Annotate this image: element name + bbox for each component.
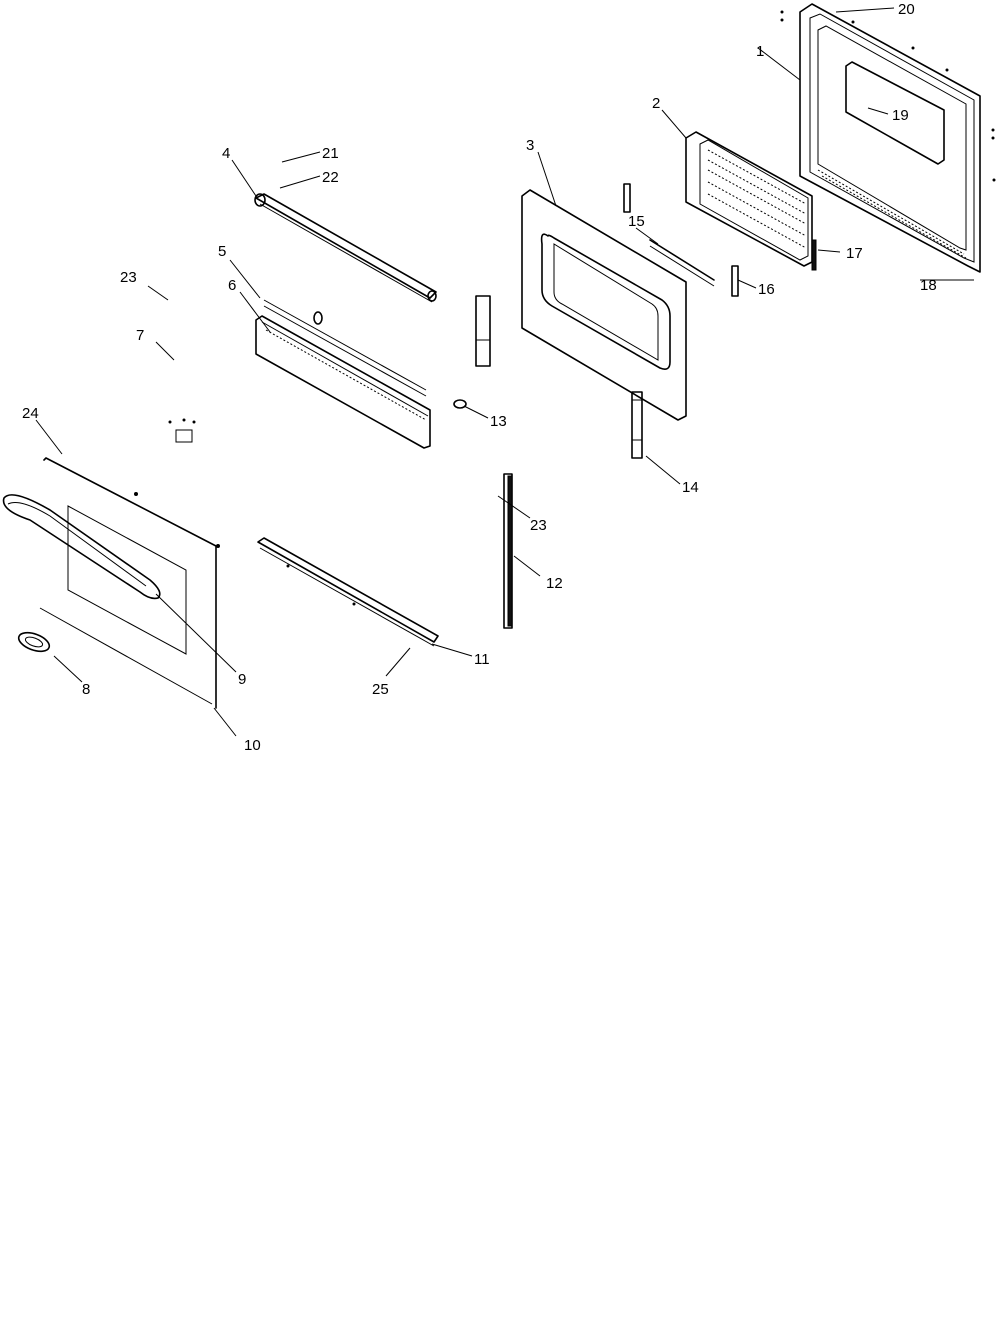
part-12-side-bar	[503, 473, 513, 629]
callout-1: 1	[756, 43, 764, 60]
callout-11: 11	[474, 651, 490, 668]
callout-6: 6	[228, 277, 236, 294]
callout-4: 4	[222, 145, 230, 162]
part-8-emblem	[17, 631, 51, 653]
callout-13: 13	[490, 413, 507, 430]
callout-3: 3	[526, 137, 534, 154]
part-4-top-rod	[254, 193, 437, 303]
callout-16: 16	[758, 281, 775, 298]
callout-8: 8	[82, 681, 90, 698]
callout-25: 25	[372, 681, 389, 698]
part-15-hinge-rod	[649, 239, 715, 287]
callout-14: 14	[682, 479, 699, 496]
callout-24: 24	[22, 405, 39, 422]
callout-23-left: 23	[120, 269, 137, 286]
part-17-strip	[811, 239, 817, 271]
hinge-arm	[475, 295, 491, 367]
callout-9: 9	[238, 671, 246, 688]
part-5-6-trim-channel	[255, 299, 431, 449]
callout-20: 20	[898, 1, 915, 18]
callout-10: 10	[244, 737, 261, 754]
leader-lines	[35, 7, 974, 737]
callout-labels: 1 2 3 4 5 6 7 8 9 10 11 12 13 14 15 16 1…	[22, 1, 937, 754]
callout-21: 21	[322, 145, 339, 162]
clip-small	[623, 183, 631, 213]
callout-23-right: 23	[530, 517, 547, 534]
callout-19: 19	[892, 107, 909, 124]
part-14-hinge	[631, 391, 643, 459]
part-2-window-frame	[685, 131, 813, 267]
callout-12: 12	[546, 575, 563, 592]
part-16-bracket	[731, 265, 739, 297]
part-9-handle	[2, 494, 161, 600]
part-7-hardware	[168, 418, 196, 443]
callout-15: 15	[628, 213, 645, 230]
part-1-inner-door-panel	[780, 3, 996, 273]
callout-22: 22	[322, 169, 339, 186]
part-13-screw	[453, 399, 467, 409]
callout-5: 5	[218, 243, 226, 260]
callout-7: 7	[136, 327, 144, 344]
callout-17: 17	[846, 245, 863, 262]
callout-18: 18	[920, 277, 937, 294]
callout-2: 2	[652, 95, 660, 112]
part-11-25-bottom-rail	[257, 537, 439, 647]
part-3-door-glass-panel	[521, 189, 687, 421]
part-10-outer-door-panel	[39, 457, 220, 709]
